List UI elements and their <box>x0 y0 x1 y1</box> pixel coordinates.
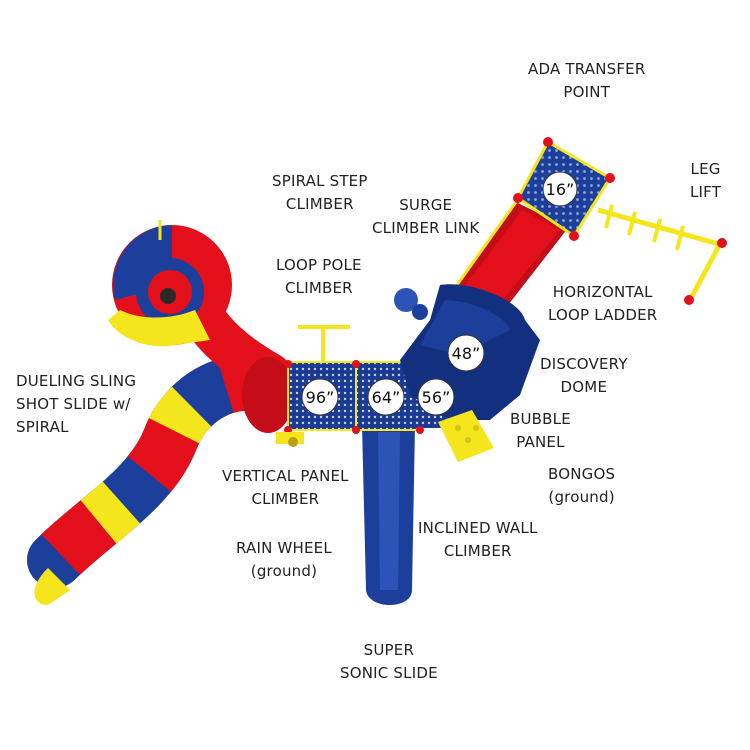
loop-pole-climber <box>298 325 350 362</box>
label-discovery-dome: DISCOVERY DOME <box>540 355 628 396</box>
dueling-sling-shot-slide <box>27 220 294 605</box>
surge-climber-link <box>394 288 428 320</box>
bubble-panel <box>438 410 494 462</box>
deck-height-badge: 48” <box>447 334 485 372</box>
label-ada-transfer-point: ADA TRANSFER POINT <box>528 60 646 101</box>
label-inclined-wall-climber: INCLINED WALL CLIMBER <box>418 519 538 560</box>
deck-height-56: 56” <box>422 388 451 407</box>
deck-height-64: 64” <box>372 388 401 407</box>
label-surge-climber-link: SURGE CLIMBER LINK <box>372 196 480 237</box>
label-bongos: BONGOS (ground) <box>548 465 616 506</box>
label-leg-lift: LEG LIFT <box>690 160 722 201</box>
label-loop-pole-climber: LOOP POLE CLIMBER <box>276 256 362 297</box>
deck-height-badge: 96” <box>301 378 339 416</box>
vertical-panel-climber <box>276 432 304 447</box>
label-bubble-panel: BUBBLE PANEL <box>510 410 571 451</box>
label-vertical-panel-climber: VERTICAL PANEL CLIMBER <box>222 467 349 508</box>
deck-height-badge: 64” <box>367 378 405 416</box>
deck-height-48: 48” <box>452 344 481 363</box>
leg-lift <box>597 204 727 305</box>
deck-height-badge: 56” <box>417 378 455 416</box>
label-dueling-sling-shot-slide: DUELING SLING SHOT SLIDE w/ SPIRAL <box>16 372 137 436</box>
deck-height-16: 16” <box>546 180 575 199</box>
label-spiral-step-climber: SPIRAL STEP CLIMBER <box>272 172 368 213</box>
deck-height-96: 96” <box>306 388 335 407</box>
horizontal-loop-ladder <box>450 201 568 318</box>
deck-height-badge: 16” <box>542 171 578 207</box>
label-rain-wheel: RAIN WHEEL (ground) <box>236 539 332 580</box>
label-super-sonic-slide: SUPER SONIC SLIDE <box>340 641 438 682</box>
super-sonic-slide <box>362 425 415 605</box>
label-horizontal-loop-ladder: HORIZONTAL LOOP LADDER <box>548 283 658 324</box>
